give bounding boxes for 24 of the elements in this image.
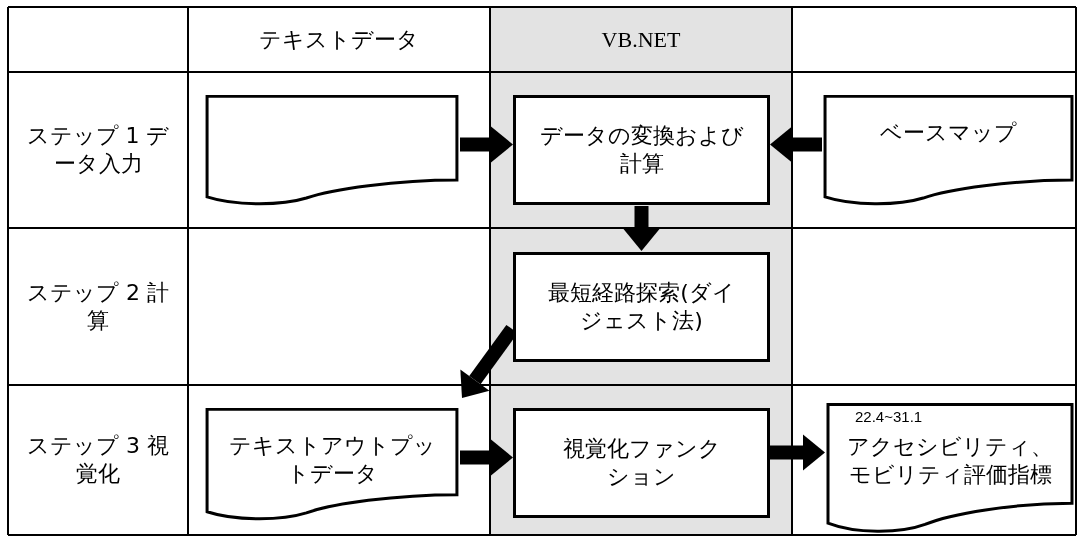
row-header: ステップ 1 データ入力 (25, 122, 171, 178)
node-text: データの変換および計算 (539, 122, 744, 178)
block-arrow (460, 439, 513, 476)
document-shape (822, 95, 1075, 207)
block-arrow (770, 126, 822, 163)
node-text: アクセシビリティ、モビリティ評価指標 (846, 433, 1054, 489)
block-arrow (623, 206, 660, 251)
node-text: 最短経路探索(ダイジェスト法) (547, 279, 736, 335)
document-shape (204, 408, 460, 522)
column-header: VB.NET (601, 25, 681, 54)
column-header: テキストデータ (259, 25, 419, 54)
node-text: ベースマップ (880, 119, 1017, 147)
document-shape (204, 95, 460, 207)
block-arrow (460, 126, 513, 163)
document-shape (825, 403, 1075, 535)
range-label: 22.4~31.1 (855, 407, 923, 427)
row-header: ステップ 2 計算 (26, 278, 170, 335)
block-arrow (770, 434, 825, 471)
node-text: 視覚化ファンクション (561, 435, 722, 491)
process-box (513, 408, 770, 518)
node-text: テキストアウトプットデータ (227, 432, 437, 488)
row-header: ステップ 3 視覚化 (26, 432, 170, 488)
process-box (513, 95, 770, 205)
process-box (513, 252, 770, 362)
